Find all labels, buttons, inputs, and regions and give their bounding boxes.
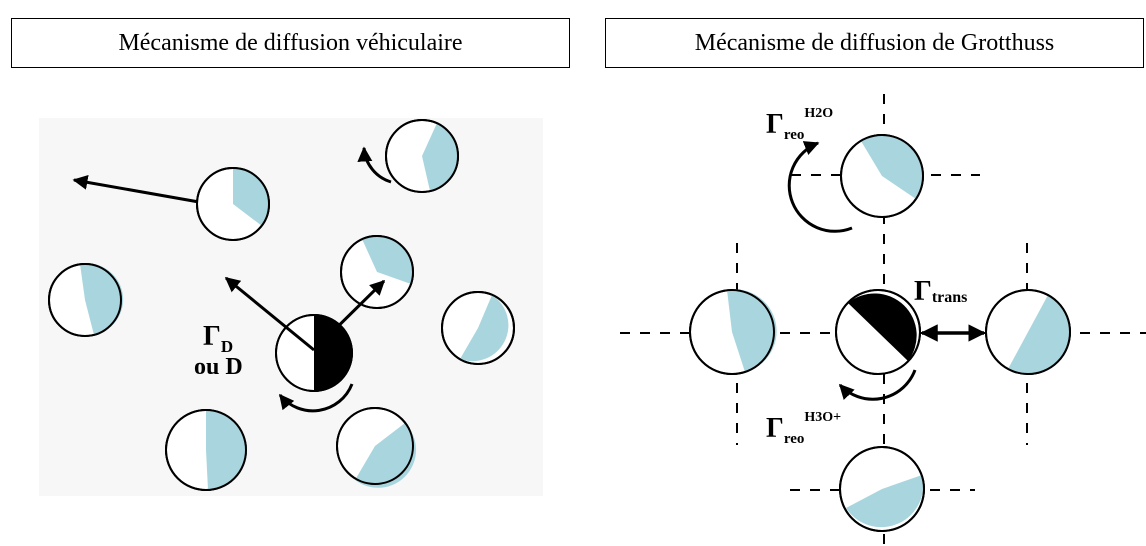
- rotation-arrow-top: [787, 141, 853, 233]
- rotation-arrow-hydronium: [838, 369, 917, 401]
- gamma-trans-label: Γtrans: [914, 276, 967, 307]
- water-molecule: [48, 263, 124, 337]
- water-molecule: [336, 407, 417, 488]
- hydronium-molecule: [835, 289, 921, 375]
- water-molecule: [165, 409, 248, 491]
- rotation-arrow-hydronium: [278, 383, 354, 413]
- water-molecule: [441, 291, 515, 365]
- diffusion-arrow-up-right: [312, 279, 386, 352]
- water-molecule: [689, 289, 777, 375]
- water-molecule: [196, 167, 270, 241]
- water-molecule: [385, 119, 459, 193]
- rotation-arrow: [357, 146, 392, 184]
- grotthuss-diagram: ΓreoH2O Γtrans ΓreoH3O+: [620, 94, 1146, 546]
- title-grotthuss: Mécanisme de diffusion de Grotthuss: [605, 18, 1144, 68]
- water-molecule: [985, 289, 1071, 375]
- water-molecule: [839, 446, 925, 532]
- diffusion-arrow-up-left: [224, 276, 315, 352]
- gamma-d-label: ΓD: [203, 321, 233, 356]
- title-vehicular: Mécanisme de diffusion véhiculaire: [11, 18, 570, 68]
- gamma-reo-h2o-label: ΓreoH2O: [766, 106, 833, 143]
- vehicular-diagram: ΓD ou D: [48, 119, 515, 491]
- water-molecule: [340, 235, 414, 309]
- gamma-reo-h3o-label: ΓreoH3O+: [766, 410, 841, 447]
- water-molecule: [840, 134, 924, 218]
- ou-d-label: ou D: [194, 354, 243, 380]
